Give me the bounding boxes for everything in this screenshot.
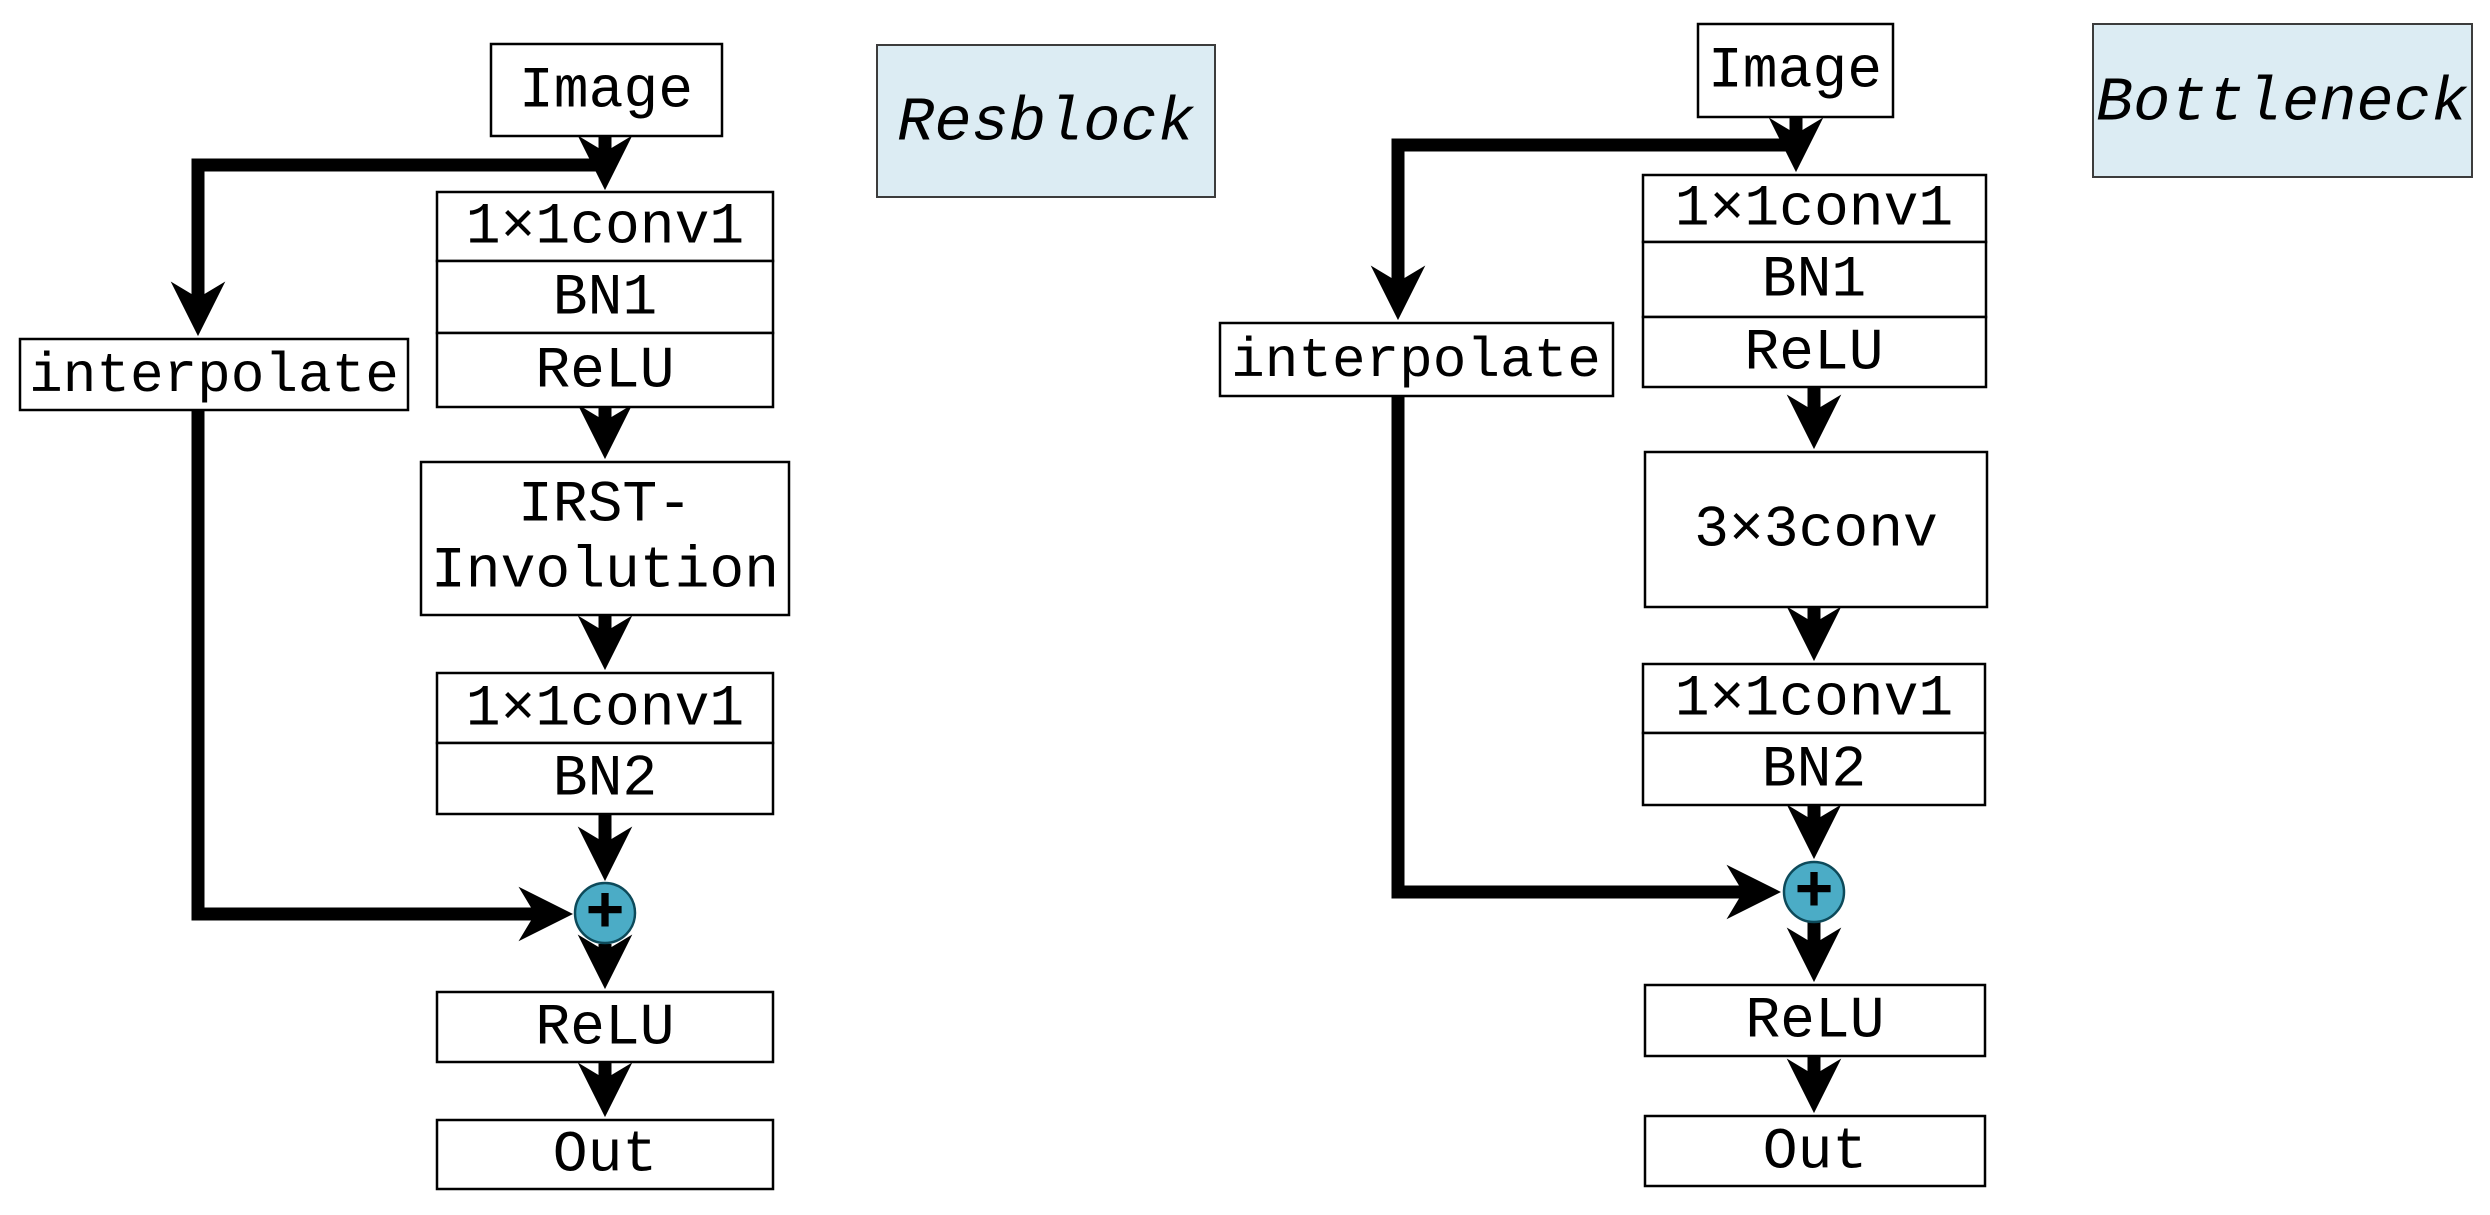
node-box-interpolate <box>1218 321 1615 398</box>
node-box-relu2 <box>435 990 775 1064</box>
node-label-bn1: BN1 <box>1762 249 1866 314</box>
node-box-out <box>435 1118 775 1191</box>
node-label-involution-line2: Involution <box>431 540 779 605</box>
node-label-relu2: ReLU <box>1745 990 1884 1055</box>
node-label-relu1: ReLU <box>535 340 674 405</box>
node-box-relu1 <box>1641 315 1988 389</box>
arrow-interpolate-to-plus <box>1391 396 1782 920</box>
node-box-out <box>1643 1114 1987 1188</box>
node-box-conv1 <box>1641 173 1988 244</box>
node-box-conv2 <box>1641 662 1987 735</box>
arrow-skip-to-interpolate <box>170 158 605 337</box>
node-label-relu1: ReLU <box>1744 322 1883 387</box>
node-box-relu1 <box>435 331 775 409</box>
node-label-image: Image <box>519 60 693 125</box>
node-label-interpolate: interpolate <box>29 344 399 408</box>
plus-node-label: + <box>585 877 625 952</box>
node-box-image <box>489 42 724 138</box>
node-label-conv2: 1×1conv1 <box>466 678 744 743</box>
node-box-involution <box>419 460 791 617</box>
node-label-relu2: ReLU <box>535 997 674 1062</box>
resblock-diagram: Image 1×1conv1 BN1 ReLU interpolate IRST… <box>18 42 1216 1191</box>
arrow-interpolate-to-plus <box>191 410 574 942</box>
plus-node-label: + <box>1794 856 1834 931</box>
node-label-involution-line1: IRST- <box>518 474 692 539</box>
node-label-interpolate: interpolate <box>1231 329 1601 393</box>
resblock-title: Resblock <box>897 88 1195 159</box>
resblock-title-box <box>876 44 1216 198</box>
node-box-bn2 <box>1641 731 1987 807</box>
node-label-bn2: BN2 <box>553 748 657 813</box>
node-label-out: Out <box>553 1124 657 1189</box>
node-box-image <box>1696 22 1895 119</box>
node-box-bn1 <box>435 259 775 335</box>
node-box-bn2 <box>435 741 775 816</box>
plus-node <box>1782 860 1846 924</box>
arrow-skip-to-interpolate <box>1370 138 1796 321</box>
node-box-conv3x3 <box>1643 450 1989 609</box>
node-box-interpolate <box>18 337 410 412</box>
node-label-bn2: BN2 <box>1762 739 1866 804</box>
node-box-relu2 <box>1643 983 1987 1058</box>
node-label-out: Out <box>1763 1121 1867 1186</box>
bottleneck-diagram: Image 1×1conv1 BN1 ReLU interpolate 3×3c… <box>1218 22 2473 1188</box>
node-label-conv1: 1×1conv1 <box>1675 178 1953 243</box>
node-label-conv2: 1×1conv1 <box>1675 668 1953 733</box>
node-label-conv1: 1×1conv1 <box>466 196 744 261</box>
node-box-conv2 <box>435 671 775 745</box>
node-box-bn1 <box>1641 240 1988 319</box>
node-label-image: Image <box>1708 40 1882 105</box>
node-label-bn1: BN1 <box>553 267 657 332</box>
plus-node <box>573 881 637 945</box>
node-label-conv3x3: 3×3conv <box>1694 499 1938 564</box>
bottleneck-title: Bottleneck <box>2096 68 2468 139</box>
bottleneck-title-box <box>2092 23 2473 178</box>
